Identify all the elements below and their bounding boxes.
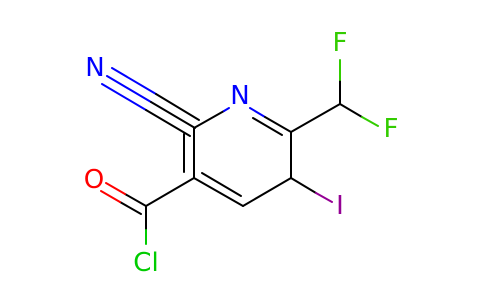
bond-c4-c3-inner bbox=[201, 172, 242, 197]
nitrile-triple-bond bbox=[101, 67, 200, 137]
atom-nitrile-n: N bbox=[85, 53, 104, 83]
atom-oxygen: O bbox=[84, 165, 104, 195]
bond-c6-chf2 bbox=[290, 103, 341, 133]
bonds bbox=[100, 59, 379, 245]
bond-carbonyl-o bbox=[124, 193, 147, 207]
bond-carbonyl-o-2 bbox=[119, 201, 142, 215]
bond-n1-c6-b bbox=[264, 116, 292, 133]
bond-carbonyl-o-b bbox=[105, 182, 126, 195]
bond-chf2-f-right-b bbox=[361, 116, 379, 127]
bond-carbonyl-o-2b bbox=[100, 190, 121, 203]
atom-fluorine-top: F bbox=[333, 28, 348, 58]
bond-c4-c3 bbox=[193, 177, 244, 207]
atom-labels: N N F F O Cl I bbox=[84, 28, 399, 278]
bond-chf2-f-right bbox=[339, 103, 363, 118]
atom-iodine: I bbox=[336, 191, 344, 221]
bond-c2-n1 bbox=[193, 110, 225, 129]
bond-c2-n1-b bbox=[223, 107, 230, 112]
bond-n1-c6 bbox=[249, 107, 266, 118]
atom-chlorine: Cl bbox=[133, 248, 158, 278]
atom-fluorine-right: F bbox=[384, 114, 399, 144]
bond-c3-carbonyl bbox=[145, 177, 195, 207]
bond-c5-i bbox=[290, 177, 317, 194]
bond-n1-c6-inner bbox=[252, 117, 283, 136]
bond-c5-i-b bbox=[315, 192, 333, 203]
bond-c5-c4 bbox=[242, 177, 292, 207]
atom-ring-n: N bbox=[230, 81, 249, 111]
